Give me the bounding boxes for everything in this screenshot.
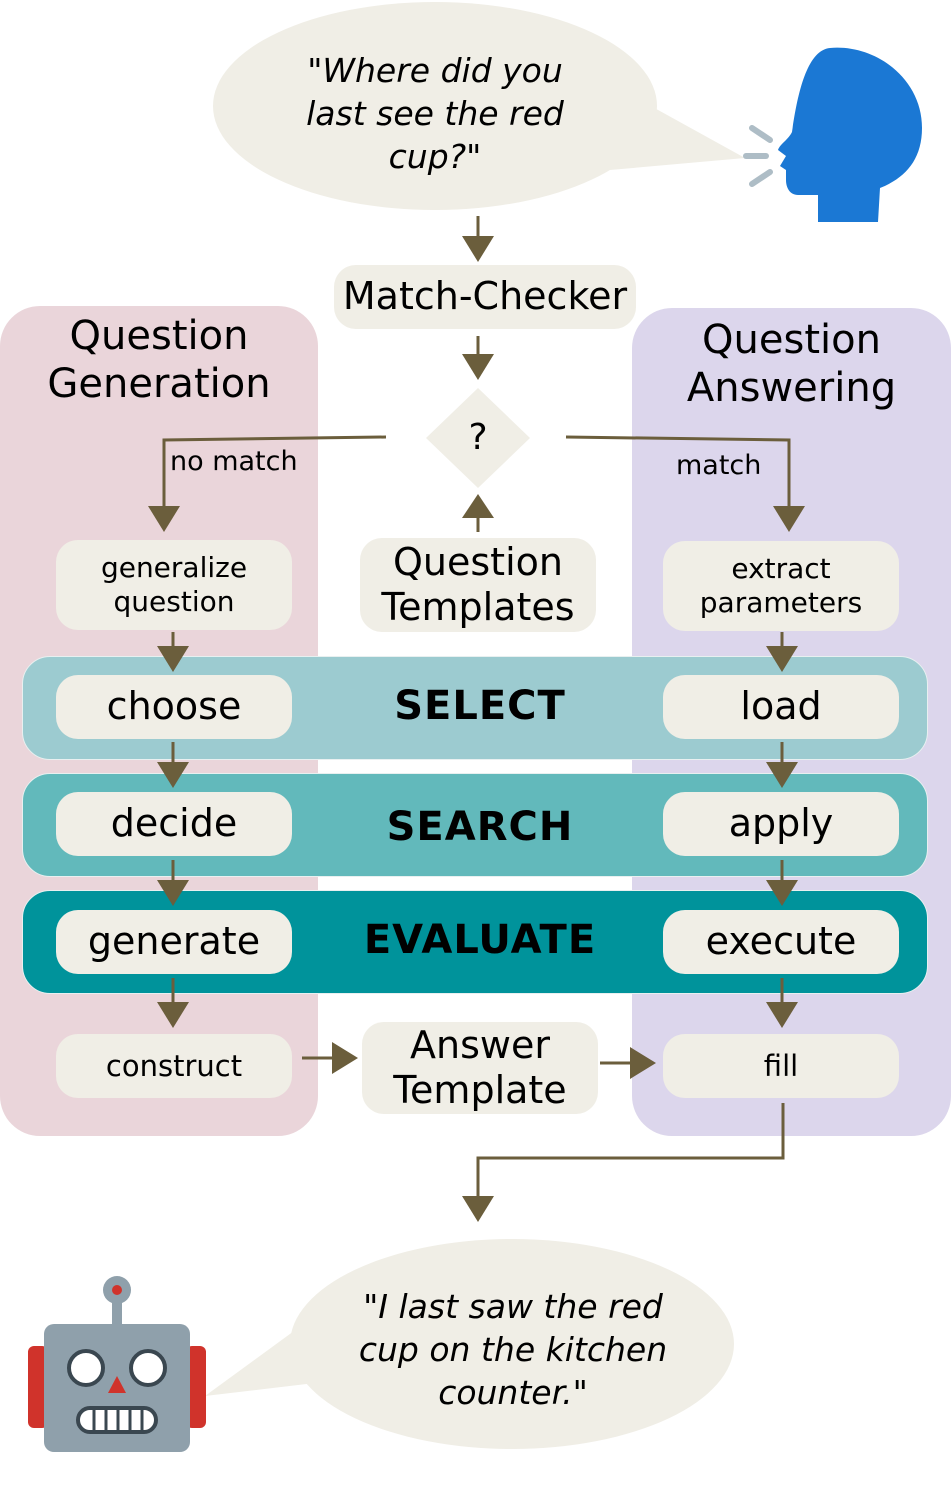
question-templates-box: Question Templates: [360, 538, 596, 632]
answer-template-box: Answer Template: [362, 1022, 598, 1114]
generalize-question-box: generalize question: [56, 540, 292, 630]
match-checker-box: Match-Checker: [334, 265, 636, 329]
question-answering-title: Question Answering: [686, 317, 897, 411]
execute-box: execute: [663, 910, 899, 974]
decision-diamond: [426, 388, 530, 488]
choose-box: choose: [56, 675, 292, 739]
answer-utterance: "I last saw the red cup on the kitchen c…: [358, 1287, 668, 1412]
generate-box: generate: [56, 910, 292, 974]
no-match-label: no match: [170, 446, 298, 477]
fill-box: fill: [663, 1034, 899, 1098]
search-label: SEARCH: [386, 804, 574, 850]
answer-speech-bubble: [205, 1239, 734, 1449]
load-box: load: [663, 675, 899, 739]
select-label: SELECT: [394, 683, 566, 729]
decide-box: decide: [56, 792, 292, 856]
speaking-head-icon: [778, 47, 922, 223]
question-speech-bubble: [213, 2, 745, 210]
robot-icon: [28, 1276, 206, 1452]
question-generation-title: Question Generation: [47, 313, 271, 407]
construct-box: construct: [56, 1034, 292, 1098]
match-label: match: [676, 450, 762, 481]
evaluate-label: EVALUATE: [363, 917, 597, 963]
flow-arrows: [162, 216, 791, 1198]
speech-lines: [743, 125, 773, 187]
decision-symbol: ?: [468, 417, 488, 458]
arrowheads: [148, 236, 805, 1222]
apply-box: apply: [663, 792, 899, 856]
extract-parameters-box: extract parameters: [663, 541, 899, 631]
question-utterance: "Where did you last see the red cup?": [306, 51, 564, 176]
